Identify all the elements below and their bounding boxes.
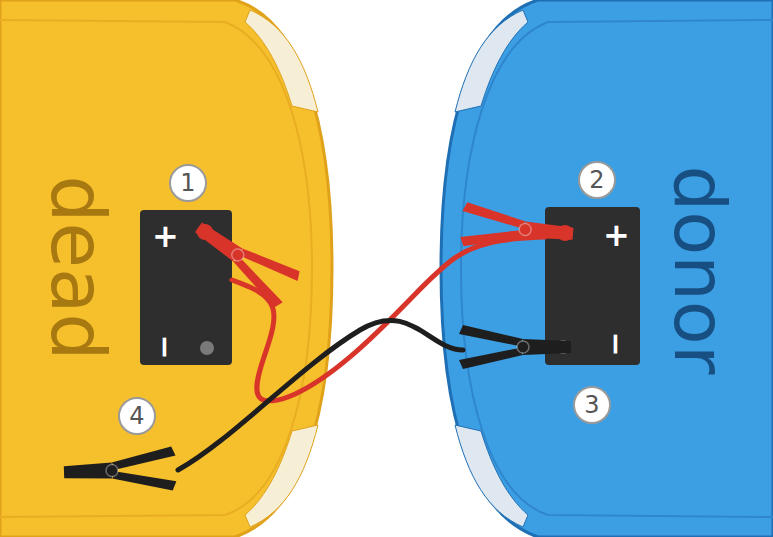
callout-number: 4 bbox=[129, 404, 144, 428]
callout-circle: 1 bbox=[169, 164, 207, 202]
positive-sign: + bbox=[603, 219, 630, 251]
battery-box: +− bbox=[140, 210, 232, 365]
callout-circle: 3 bbox=[573, 386, 611, 424]
battery-box: +− bbox=[545, 207, 640, 365]
headlight bbox=[245, 425, 318, 527]
car-hood bbox=[441, 0, 773, 537]
headlight bbox=[455, 10, 528, 112]
callout-circle: 4 bbox=[118, 397, 156, 435]
hood-line bbox=[0, 20, 312, 517]
car-hood bbox=[0, 0, 332, 537]
headlight bbox=[245, 10, 318, 112]
car-body: dead+−14 bbox=[0, 0, 335, 537]
car-label: dead bbox=[41, 176, 115, 361]
car-label: donor bbox=[664, 165, 736, 374]
headlight bbox=[455, 425, 528, 527]
car-body: donor+−23 bbox=[438, 0, 773, 537]
callout-number: 1 bbox=[180, 171, 195, 195]
callout-number: 2 bbox=[589, 168, 604, 192]
positive-sign: + bbox=[152, 220, 179, 252]
hood-line bbox=[461, 20, 773, 517]
negative-sign: − bbox=[150, 334, 180, 359]
negative-sign: − bbox=[601, 331, 631, 356]
callout-number: 3 bbox=[584, 393, 599, 417]
callout-circle: 2 bbox=[578, 161, 616, 199]
